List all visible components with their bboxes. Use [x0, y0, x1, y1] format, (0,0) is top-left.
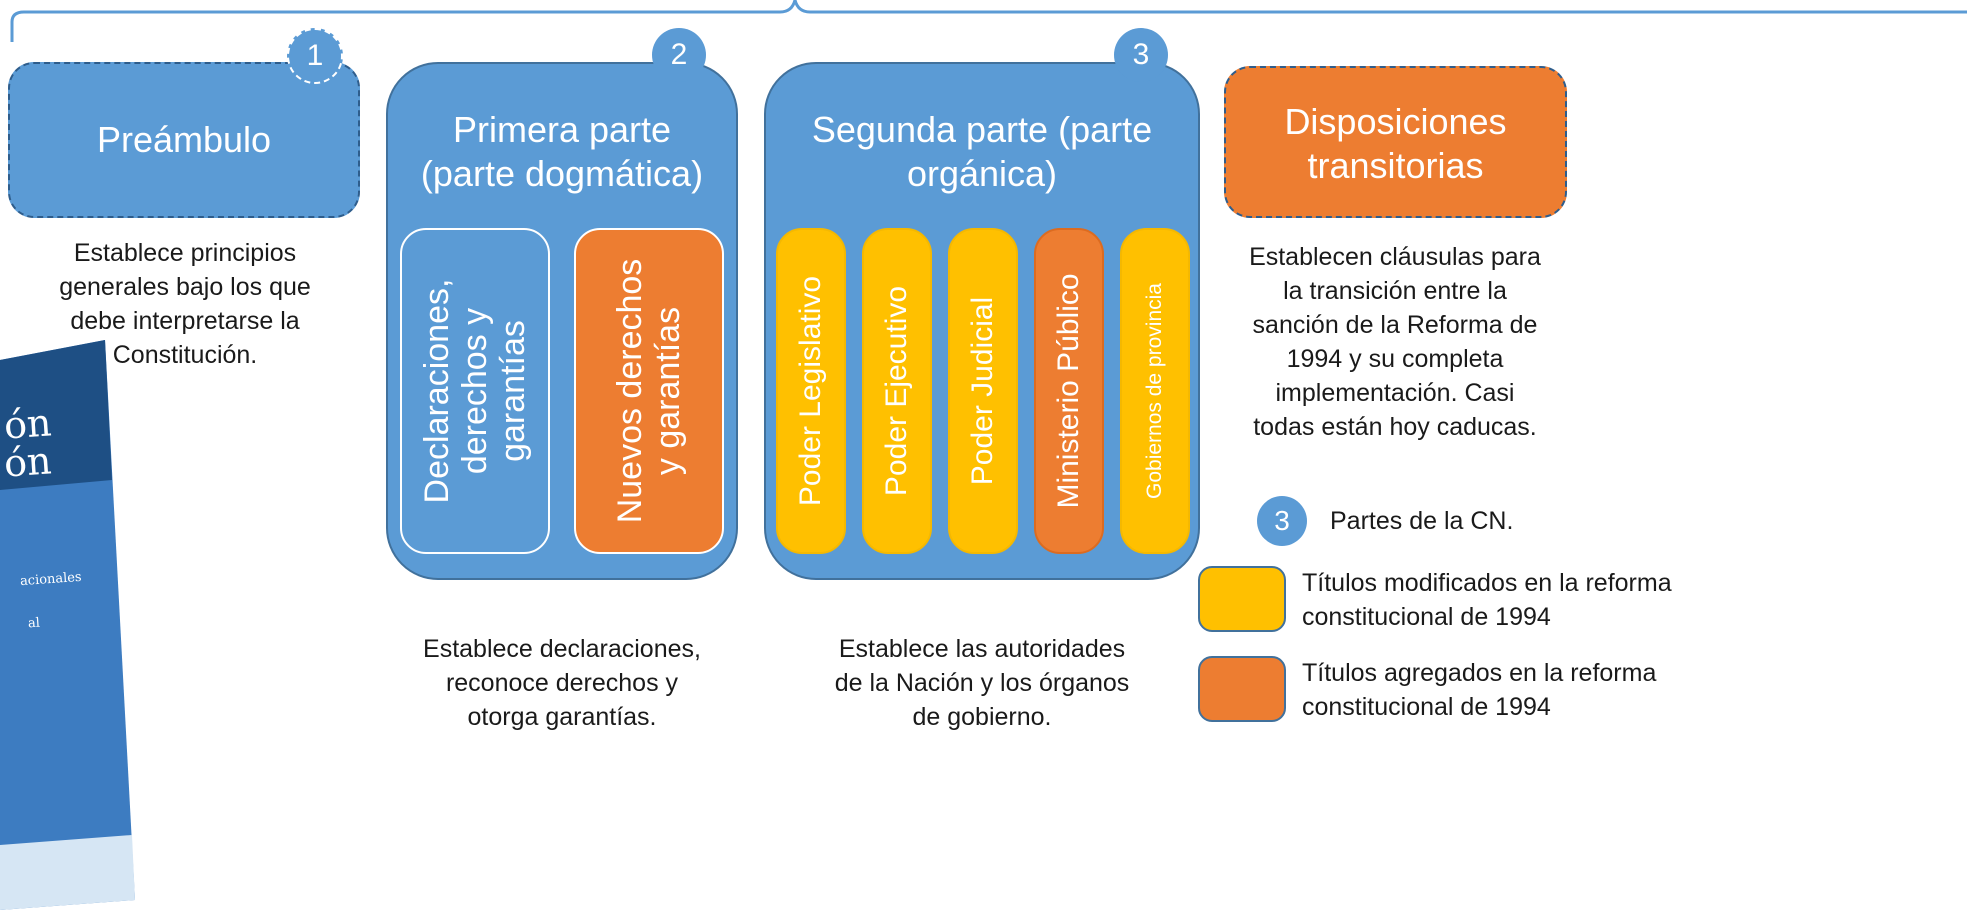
- poder-judicial-box: Poder Judicial: [948, 228, 1018, 554]
- primera-desc-line: reconoce derechos y: [445, 669, 679, 697]
- ministerio-publico-label: Ministerio Público: [1052, 273, 1085, 509]
- gobiernos-provincia-box: Gobiernos de provincia: [1120, 228, 1190, 554]
- badge-2: 2: [652, 28, 706, 82]
- declaraciones-label: Declaraciones, derechos y garantías: [418, 279, 532, 504]
- nuevos-derechos-box: Nuevos derechos y garantías: [574, 228, 724, 554]
- badge-1: 1: [287, 28, 343, 84]
- legend-badge-number: 3: [1274, 505, 1290, 536]
- legend-orange-swatch: [1198, 656, 1286, 722]
- declaraciones-line: garantías: [494, 320, 532, 462]
- primera-title-line: (parte dogmática): [420, 153, 704, 194]
- preambulo-desc-line: Establece principios: [73, 239, 297, 267]
- primera-parte-description: Establece declaraciones, reconoce derech…: [392, 632, 732, 734]
- disposiciones-desc-line: todas están hoy caducas.: [1253, 413, 1537, 441]
- segunda-title-line: Segunda parte (parte: [811, 109, 1153, 150]
- segunda-parte-title: Segunda parte (parte orgánica): [766, 108, 1198, 196]
- preambulo-desc-line: debe interpretarse la: [70, 307, 300, 335]
- disposiciones-description: Establecen cláusulas para la transición …: [1230, 240, 1560, 444]
- declaraciones-line: derechos y: [456, 307, 494, 475]
- badge-1-number: 1: [306, 39, 324, 72]
- book-subtext-2: al: [27, 615, 41, 632]
- poder-legislativo-box: Poder Legislativo: [776, 228, 846, 554]
- book-title-line2: ón: [2, 438, 53, 486]
- badge-3-number: 3: [1132, 38, 1150, 71]
- poder-ejecutivo-label: Poder Ejecutivo: [880, 285, 913, 497]
- segunda-desc-line: de gobierno.: [912, 703, 1052, 731]
- disposiciones-desc-line: 1994 y su completa: [1286, 345, 1504, 373]
- nuevos-derechos-line: y garantías: [649, 306, 687, 476]
- poder-ejecutivo-box: Poder Ejecutivo: [862, 228, 932, 554]
- segunda-desc-line: de la Nación y los órganos: [834, 669, 1130, 697]
- nuevos-derechos-label: Nuevos derechos y garantías: [611, 259, 687, 524]
- legend-partes-label: Partes de la CN.: [1330, 507, 1514, 535]
- legend-badge: 3: [1257, 496, 1307, 546]
- legend-orange-label: Títulos agregados en la reforma constitu…: [1302, 656, 1656, 724]
- preambulo-desc-line: generales bajo los que: [59, 273, 311, 301]
- legend-orange-line: constitucional de 1994: [1302, 693, 1551, 721]
- legend-yellow-line: constitucional de 1994: [1302, 603, 1551, 631]
- preambulo-description: Establece principios generales bajo los …: [40, 236, 330, 372]
- book-cover-image: ón ón acionales al: [0, 340, 140, 910]
- disposiciones-desc-line: implementación. Casi: [1275, 379, 1515, 407]
- gobiernos-provincia-label: Gobiernos de provincia: [1143, 283, 1166, 499]
- declaraciones-box: Declaraciones, derechos y garantías: [400, 228, 550, 554]
- legend-yellow-line: Títulos modificados en la reforma: [1302, 569, 1672, 597]
- primera-parte-title: Primera parte (parte dogmática): [388, 108, 736, 196]
- legend-orange-line: Títulos agregados en la reforma: [1302, 659, 1657, 687]
- nuevos-derechos-line: Nuevos derechos: [611, 258, 649, 524]
- disposiciones-desc-line: sanción de la Reforma de: [1252, 311, 1538, 339]
- segunda-desc-line: Establece las autoridades: [838, 635, 1126, 663]
- disposiciones-desc-line: la transición entre la: [1283, 277, 1507, 305]
- segunda-title-line: orgánica): [906, 153, 1058, 194]
- top-brace: [10, 0, 1967, 42]
- ministerio-publico-box: Ministerio Público: [1034, 228, 1104, 554]
- declaraciones-line: Declaraciones,: [418, 278, 456, 504]
- primera-desc-line: otorga garantías.: [467, 703, 657, 731]
- legend-yellow-swatch: [1198, 566, 1286, 632]
- segunda-parte-description: Establece las autoridades de la Nación y…: [792, 632, 1172, 734]
- preambulo-desc-line: Constitución.: [112, 341, 258, 369]
- badge-3: 3: [1114, 28, 1168, 82]
- disposiciones-title: Disposiciones transitorias: [1226, 100, 1565, 188]
- badge-2-number: 2: [670, 38, 688, 71]
- poder-legislativo-label: Poder Legislativo: [794, 275, 827, 507]
- legend-yellow-label: Títulos modificados en la reforma consti…: [1302, 566, 1672, 634]
- primera-parte-card: Primera parte (parte dogmática) Declarac…: [386, 62, 738, 580]
- disposiciones-desc-line: Establecen cláusulas para: [1249, 243, 1541, 271]
- primera-desc-line: Establece declaraciones,: [423, 635, 701, 663]
- preambulo-title: Preámbulo: [96, 119, 272, 160]
- poder-judicial-label: Poder Judicial: [966, 296, 999, 486]
- preambulo-card: Preámbulo: [8, 62, 360, 218]
- segunda-parte-card: Segunda parte (parte orgánica) Poder Leg…: [764, 62, 1200, 580]
- disposiciones-title-line: transitorias: [1307, 145, 1484, 186]
- disposiciones-title-line: Disposiciones: [1284, 101, 1507, 142]
- disposiciones-card: Disposiciones transitorias: [1224, 66, 1567, 218]
- primera-title-line: Primera parte: [452, 109, 672, 150]
